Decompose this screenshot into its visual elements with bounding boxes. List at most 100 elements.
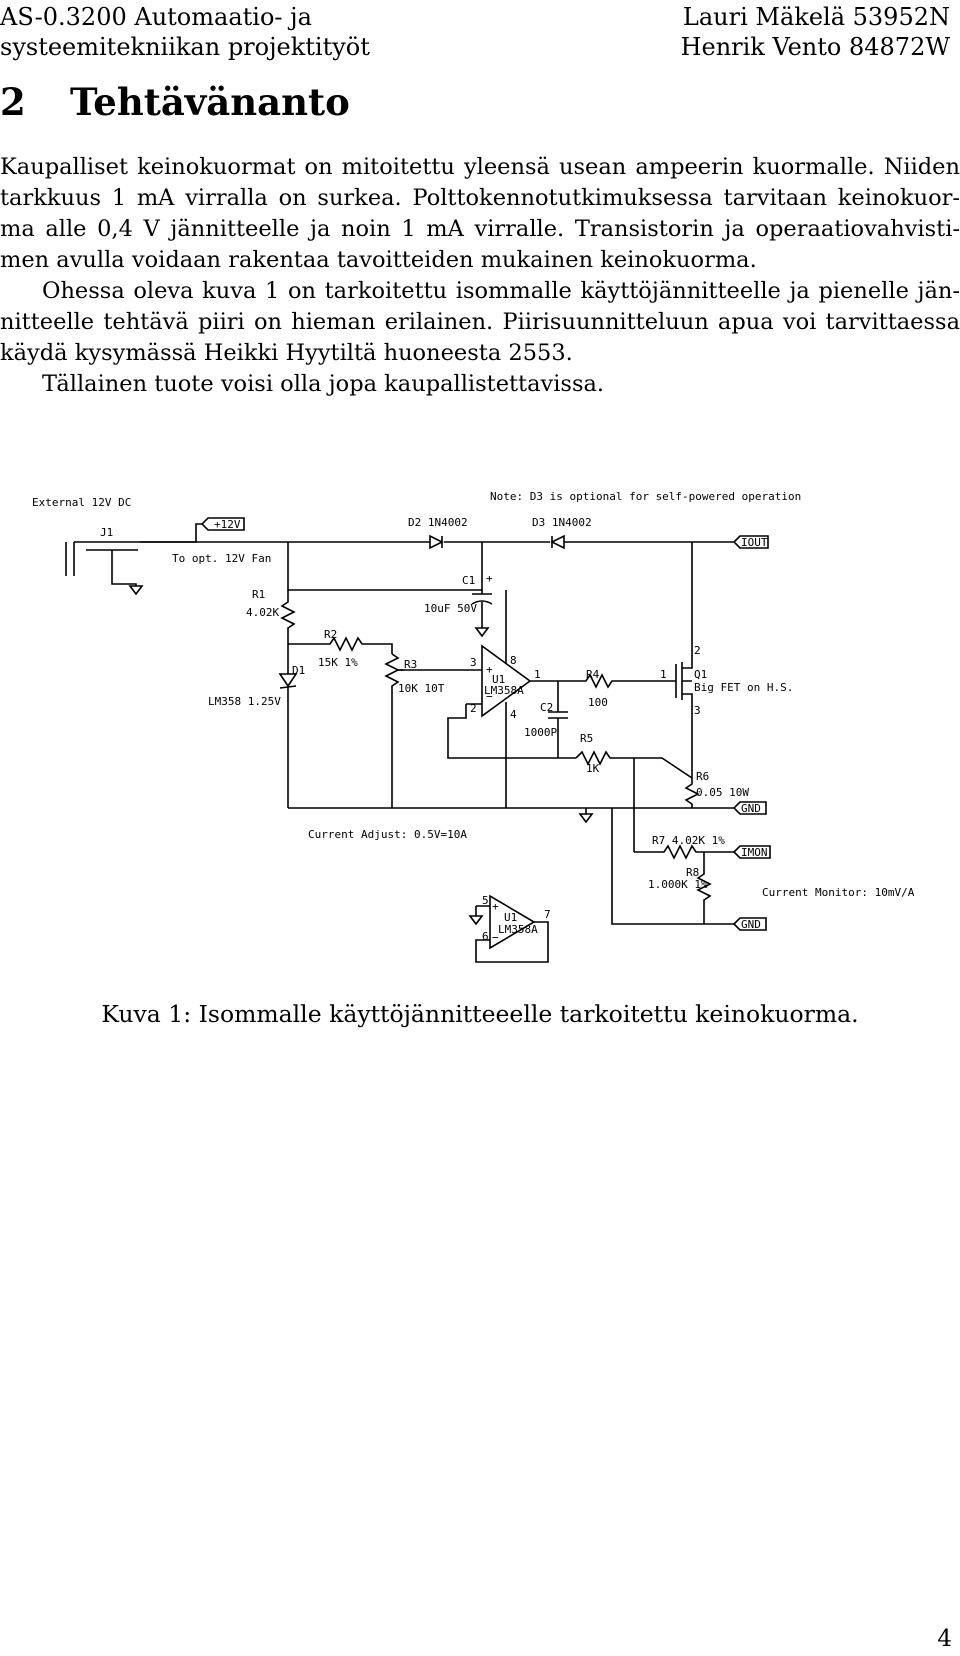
c1-capacitor-icon (471, 590, 493, 628)
v12-label: +12V (214, 518, 241, 531)
iout-label: IOUT (741, 536, 768, 549)
lm358-ref-label: LM358 1.25V (208, 695, 281, 708)
gnd2-flag (732, 917, 767, 931)
r6-resistor-icon (684, 778, 700, 808)
current-adjust-label: Current Adjust: 0.5V=10A (308, 828, 467, 841)
u1-plus: + (486, 663, 493, 676)
fan-label: To opt. 12V Fan (172, 552, 271, 565)
ground-icon (578, 808, 594, 824)
q1-fet-icon (662, 542, 693, 778)
d2-diode-icon (429, 534, 444, 550)
paragraph-2-line: käydä kysymässä Heikki Hyytiltä huoneest… (0, 340, 573, 366)
u1b-label: U1 (504, 911, 517, 924)
d1-zener-icon (278, 644, 298, 808)
gnd2-label: GND (741, 918, 761, 931)
d3-label: D3 1N4002 (532, 516, 592, 529)
course-line-1: AS-0.3200 Automaatio- ja (0, 3, 312, 31)
page-number: 4 (937, 1626, 952, 1652)
current-monitor-label: Current Monitor: 10mV/A (762, 886, 915, 899)
u1b-ground-icon (468, 915, 484, 926)
r2-resistor-icon (288, 636, 393, 654)
q1-drain-pin: 2 (694, 644, 701, 657)
r4-value: 100 (588, 696, 608, 709)
paragraph-2-line: nitteelle tehtävä piiri on hieman erilai… (0, 309, 960, 335)
v12-wire (140, 523, 202, 543)
r5-label: R5 (580, 732, 593, 745)
u1-part: LM358A (484, 684, 524, 697)
u1b-part: LM358A (498, 923, 538, 936)
q1-gate-pin: 1 (660, 668, 667, 681)
d2-label: D2 1N4002 (408, 516, 468, 529)
schematic-note: Note: D3 is optional for self-powered op… (490, 490, 801, 503)
r4-resistor-icon (530, 673, 662, 689)
r5-value: 1K (586, 762, 600, 775)
u1-wiring (447, 590, 576, 808)
u1b-opamp-icon (489, 894, 536, 950)
r3-value: 10K 10T (398, 682, 445, 695)
r7-resistor-icon (634, 844, 734, 860)
body-text: Kaupalliset keinokuormat on mitoitettu y… (0, 152, 960, 400)
r8-label: R8 (686, 866, 699, 879)
d3-diode-icon (550, 534, 565, 550)
v12-flag (200, 517, 245, 531)
figure-caption: Kuva 1: Isommalle käyttöjännitteeelle ta… (101, 1000, 859, 1028)
course-line-2: systeemitekniikan projektityöt (0, 33, 370, 61)
section-number: 2 (0, 80, 26, 124)
paragraph-3-line: Tällainen tuote voisi olla jopa kaupalli… (42, 371, 605, 397)
d1-label: D1 (292, 664, 305, 677)
r7-label: R7 4.02K 1% (652, 834, 725, 847)
u1b-pin5: 5 (482, 894, 489, 907)
u1-label: U1 (492, 673, 505, 686)
jack-j1-symbol (65, 541, 140, 576)
circuit-schematic: External 12V DC Note: D3 is optional for… (32, 490, 915, 963)
paragraph-2-line: Ohessa oleva kuva 1 on tarkoitettu isomm… (42, 278, 960, 304)
u1-pin4: 4 (510, 708, 517, 721)
r2-value: 15K 1% (318, 656, 358, 669)
u1-pin2: 2 (470, 702, 477, 715)
c1-ground-icon (474, 627, 490, 638)
u1b-pin7: 7 (544, 908, 551, 921)
paragraph-1-line: ma alle 0,4 V jännitteelle ja noin 1 mA … (0, 216, 960, 242)
r3-potentiometer-icon (384, 653, 404, 808)
running-header-course: AS-0.3200 Automaatio- ja systeemitekniik… (0, 2, 370, 62)
r1-resistor-icon (280, 590, 296, 644)
paragraph-1-line: men avulla voidaan rakentaa tavoitteiden… (0, 247, 757, 273)
r5-resistor-icon (575, 750, 693, 779)
r4-label: R4 (586, 668, 600, 681)
r8-value: 1.000K 1% (648, 878, 708, 891)
u1b-plus: + (492, 900, 499, 913)
fan-wire (287, 542, 483, 591)
author-1: Lauri Mäkelä 53952N (682, 3, 950, 31)
q1-source-pin: 3 (694, 704, 701, 717)
u1-pin8: 8 (510, 654, 517, 667)
c1-label: C1 (462, 574, 475, 587)
c2-label: C2 (540, 701, 553, 714)
running-header-authors: Lauri Mäkelä 53952N Henrik Vento 84872W (681, 2, 950, 62)
gnd-label: GND (741, 802, 761, 815)
u1b-minus: − (492, 931, 499, 944)
jack-ground-wire (111, 550, 137, 586)
schematic-title: External 12V DC (32, 496, 131, 509)
paragraph-1-line: Kaupalliset keinokuormat on mitoitettu y… (0, 154, 960, 180)
c1-plus: + (486, 572, 493, 585)
q1-desc: Big FET on H.S. (694, 681, 793, 694)
q1-label: Q1 (694, 668, 707, 681)
u1-pin1: 1 (534, 668, 541, 681)
u1b-wiring (475, 905, 549, 963)
c2-capacitor-icon (548, 681, 568, 758)
paragraph-1-line: tarkkuus 1 mA virralla on surkea. Poltto… (0, 185, 960, 211)
u1b-pin6: 6 (482, 930, 489, 943)
r6-value: 0.05 10W (696, 786, 749, 799)
imon-flag (732, 845, 771, 859)
r1-label: R1 (252, 588, 265, 601)
r6-label: R6 (696, 770, 709, 783)
r8-resistor-icon (696, 852, 712, 924)
c1-value: 10uF 50V (424, 602, 477, 615)
u1-pin3: 3 (470, 656, 477, 669)
author-2: Henrik Vento 84872W (680, 33, 950, 61)
r3-label: R3 (404, 658, 417, 671)
section-title: Tehtävänanto (70, 80, 350, 124)
iout-flag (732, 535, 769, 549)
j1-label: J1 (100, 526, 113, 539)
section-heading: 2 Tehtävänanto (0, 80, 350, 124)
